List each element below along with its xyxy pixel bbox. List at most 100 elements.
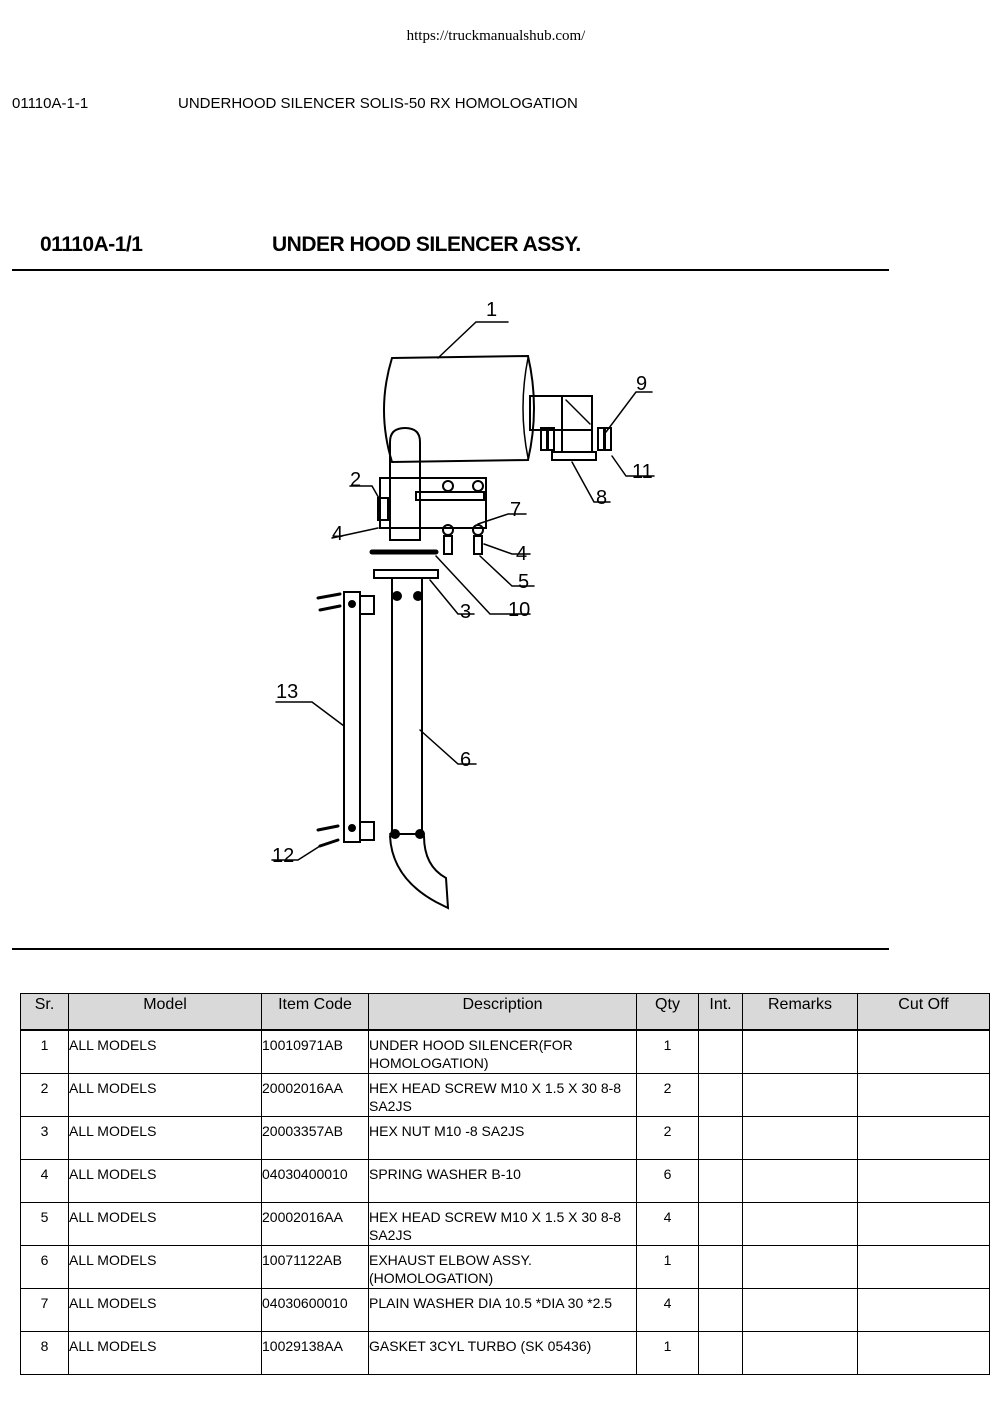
cell-remarks: [742, 1159, 858, 1203]
document-code: 01110A-1-1: [12, 95, 89, 112]
cell-int: [698, 1245, 743, 1289]
cell-description: HEX NUT M10 -8 SA2JS: [368, 1116, 637, 1160]
table-header-row: Sr. Model Item Code Description Qty Int.…: [20, 993, 990, 1031]
col-header-cut-off: Cut Off: [857, 993, 990, 1031]
inlet-pipe: [389, 426, 421, 541]
callout-4a: 4: [332, 523, 343, 545]
table-row: 4 ALL MODELS 04030400010 SPRING WASHER B…: [20, 1159, 990, 1203]
figure-bottom-rule: [12, 948, 889, 950]
cell-description: EXHAUST ELBOW ASSY. (HOMOLOGATION): [368, 1245, 637, 1289]
source-url[interactable]: https://truckmanualshub.com/: [406, 28, 586, 44]
cell-cut-off: [857, 1202, 990, 1246]
cell-qty: 4: [636, 1202, 699, 1246]
side-outlet-elbow: [529, 395, 612, 461]
callout-7: 7: [510, 499, 521, 521]
cell-int: [698, 1073, 743, 1117]
cell-cut-off: [857, 1331, 990, 1375]
callout-labels: 1 2 3 4 4 5 6 7 8 9 10 11 12 13: [272, 299, 653, 867]
cell-remarks: [742, 1073, 858, 1117]
callout-leaders: [271, 321, 655, 861]
cell-sr: 2: [20, 1073, 69, 1117]
cell-model: ALL MODELS: [68, 1288, 262, 1332]
table-row: 2 ALL MODELS 20002016AA HEX HEAD SCREW M…: [20, 1073, 990, 1117]
parts-table: Sr. Model Item Code Description Qty Int.…: [20, 993, 990, 1375]
exhaust-pipe: [389, 577, 450, 910]
mounting-bracket: [377, 477, 487, 555]
callout-2: 2: [350, 469, 361, 491]
cell-sr: 7: [20, 1288, 69, 1332]
cell-remarks: [742, 1245, 858, 1289]
callout-6: 6: [460, 749, 471, 771]
callout-9: 9: [636, 373, 647, 395]
table-row: 1 ALL MODELS 10010971AB UNDER HOOD SILEN…: [20, 1029, 990, 1074]
silencer-body: [383, 354, 535, 464]
cell-description: SPRING WASHER B-10: [368, 1159, 637, 1203]
cell-remarks: [742, 1029, 858, 1074]
col-header-int: Int.: [698, 993, 743, 1031]
cell-sr: 6: [20, 1245, 69, 1289]
cell-item-code: 04030600010: [261, 1288, 369, 1332]
cell-model: ALL MODELS: [68, 1029, 262, 1074]
col-header-remarks: Remarks: [742, 993, 858, 1031]
cell-description: HEX HEAD SCREW M10 X 1.5 X 30 8-8 SA2JS: [368, 1073, 637, 1117]
cell-description: UNDER HOOD SILENCER(FOR HOMOLOGATION): [368, 1029, 637, 1074]
cell-int: [698, 1029, 743, 1074]
cell-qty: 4: [636, 1288, 699, 1332]
callout-13: 13: [276, 681, 298, 703]
cell-qty: 1: [636, 1245, 699, 1289]
cell-int: [698, 1331, 743, 1375]
table-row: 5 ALL MODELS 20002016AA HEX HEAD SCREW M…: [20, 1202, 990, 1246]
cell-item-code: 04030400010: [261, 1159, 369, 1203]
cell-cut-off: [857, 1116, 990, 1160]
cell-remarks: [742, 1331, 858, 1375]
figure-top-rule: [12, 269, 889, 271]
cell-int: [698, 1159, 743, 1203]
cell-sr: 8: [20, 1331, 69, 1375]
cell-model: ALL MODELS: [68, 1202, 262, 1246]
col-header-item-code: Item Code: [261, 993, 369, 1031]
cell-item-code: 20002016AA: [261, 1073, 369, 1117]
cell-cut-off: [857, 1288, 990, 1332]
cell-int: [698, 1202, 743, 1246]
callout-12: 12: [272, 845, 294, 867]
cell-remarks: [742, 1202, 858, 1246]
cell-description: PLAIN WASHER DIA 10.5 *DIA 30 *2.5: [368, 1288, 637, 1332]
flange: [373, 569, 439, 579]
cell-int: [698, 1288, 743, 1332]
cell-item-code: 10010971AB: [261, 1029, 369, 1074]
cell-model: ALL MODELS: [68, 1245, 262, 1289]
callout-4b: 4: [516, 543, 527, 565]
cell-qty: 1: [636, 1331, 699, 1375]
cell-qty: 1: [636, 1029, 699, 1074]
table-row: 3 ALL MODELS 20003357AB HEX NUT M10 -8 S…: [20, 1116, 990, 1160]
cell-model: ALL MODELS: [68, 1159, 262, 1203]
callout-10: 10: [508, 599, 530, 621]
cell-sr: 3: [20, 1116, 69, 1160]
callout-3: 3: [460, 601, 471, 623]
cell-description: HEX HEAD SCREW M10 X 1.5 X 30 8-8 SA2JS: [368, 1202, 637, 1246]
cell-qty: 2: [636, 1116, 699, 1160]
table-row: 6 ALL MODELS 10071122AB EXHAUST ELBOW AS…: [20, 1245, 990, 1289]
callout-11: 11: [632, 461, 653, 483]
support-bracket: [316, 591, 375, 848]
cell-item-code: 10071122AB: [261, 1245, 369, 1289]
cell-sr: 5: [20, 1202, 69, 1246]
figure-code: 01110A-1/1: [40, 233, 143, 256]
cell-cut-off: [857, 1245, 990, 1289]
cell-sr: 4: [20, 1159, 69, 1203]
cell-model: ALL MODELS: [68, 1331, 262, 1375]
callout-5: 5: [518, 571, 529, 593]
cell-remarks: [742, 1116, 858, 1160]
cell-cut-off: [857, 1073, 990, 1117]
table-row: 8 ALL MODELS 10029138AA GASKET 3CYL TURB…: [20, 1331, 990, 1375]
cell-cut-off: [857, 1029, 990, 1074]
table-row: 7 ALL MODELS 04030600010 PLAIN WASHER DI…: [20, 1288, 990, 1332]
callout-8: 8: [596, 487, 607, 509]
cell-item-code: 20002016AA: [261, 1202, 369, 1246]
col-header-qty: Qty: [636, 993, 699, 1031]
silencer-assembly-diagram: 1 2 3 4 4 5 6 7 8 9 10 11 12 13: [271, 299, 655, 910]
cell-qty: 2: [636, 1073, 699, 1117]
cell-sr: 1: [20, 1029, 69, 1074]
cell-qty: 6: [636, 1159, 699, 1203]
col-header-model: Model: [68, 993, 262, 1031]
